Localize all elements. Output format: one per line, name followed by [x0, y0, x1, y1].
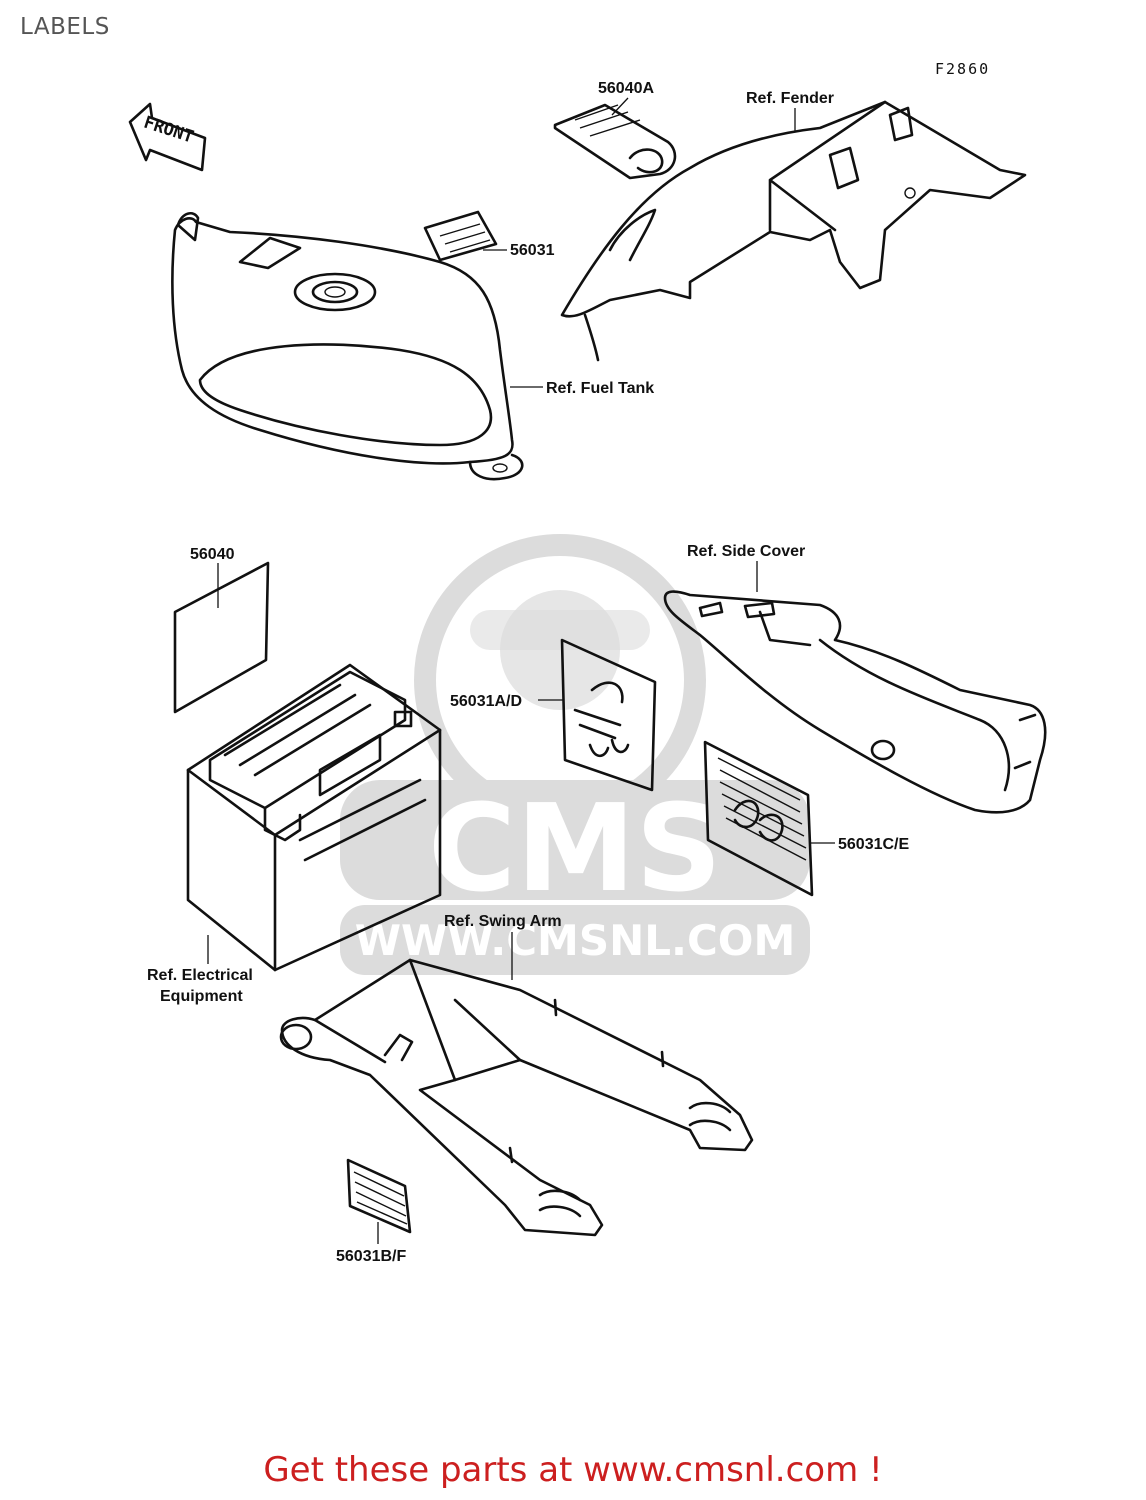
page-title: LABELS: [20, 14, 110, 40]
watermark-url: WWW.CMSNL.COM: [355, 916, 796, 965]
callout-ref-fuel-tank: Ref. Fuel Tank: [546, 380, 654, 397]
callout-56031ce: 56031C/E: [838, 836, 909, 853]
callout-ref-fender: Ref. Fender: [746, 90, 834, 107]
front-arrow-label: FRONT: [141, 113, 196, 148]
ref-swing-arm-part: [279, 958, 754, 1237]
callout-56040: 56040: [190, 546, 235, 563]
callout-ref-electrical-line1: Ref. Electrical: [147, 967, 253, 984]
ref-fuel-tank-part: [171, 211, 524, 481]
label-56031ad-sticker: [560, 638, 657, 792]
get-parts-link[interactable]: Get these parts at www.cmsnl.com !: [263, 1450, 883, 1490]
figure-code: F2860: [935, 60, 990, 78]
label-56040a-sticker: [553, 103, 677, 180]
ref-side-cover-part: [663, 590, 1047, 814]
callout-ref-swing-arm: Ref. Swing Arm: [444, 913, 562, 930]
ref-electrical-equipment-battery: [186, 663, 442, 972]
callout-ref-electrical-line2: Equipment: [160, 988, 243, 1005]
label-56040-sticker: [173, 561, 270, 714]
label-56031bf-sticker: [346, 1158, 412, 1234]
label-56031-sticker: [423, 210, 498, 262]
front-arrow: FRONT: [128, 102, 207, 172]
cms-watermark: CMS WWW.CMSNL.COM: [340, 534, 810, 975]
watermark-brand: CMS: [428, 780, 722, 919]
callout-56040a: 56040A: [598, 80, 654, 97]
ref-fender-part: [560, 100, 1027, 362]
callout-56031bf: 56031B/F: [336, 1248, 406, 1265]
callout-ref-side-cover: Ref. Side Cover: [687, 543, 805, 560]
callout-56031: 56031: [510, 242, 555, 259]
callout-56031ad: 56031A/D: [450, 693, 522, 710]
label-56031ce-sticker: [703, 740, 814, 897]
